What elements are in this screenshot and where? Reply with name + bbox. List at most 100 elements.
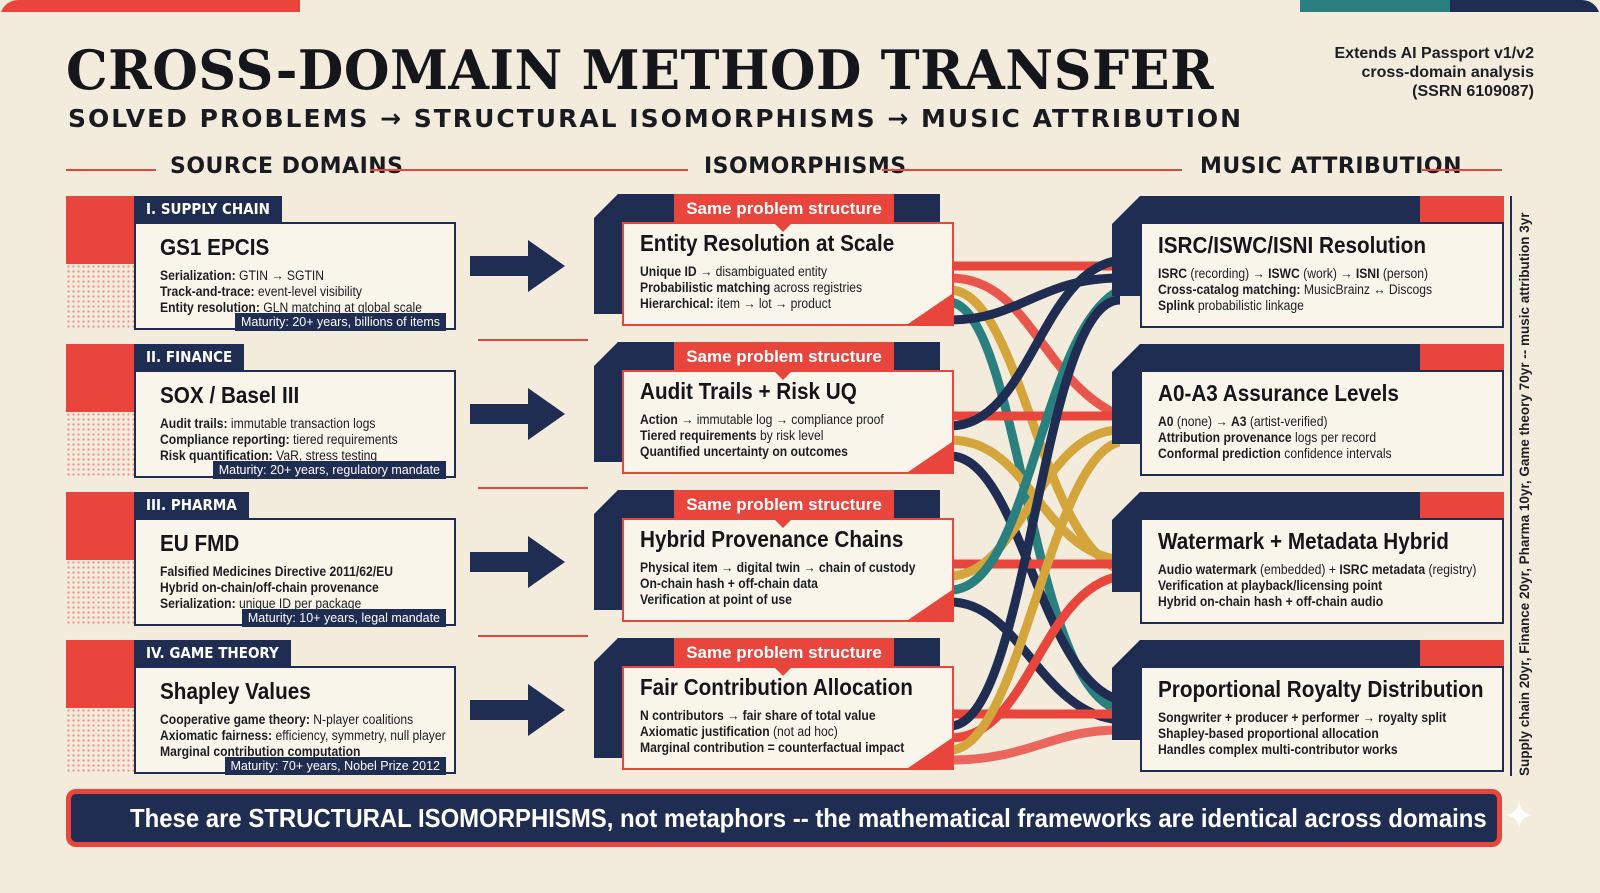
music-line: ISRC (recording) → ISWC (work) → ISNI (p… <box>1158 266 1428 281</box>
music-line: Attribution provenance logs per record <box>1158 430 1376 445</box>
line-value: (person) <box>1379 266 1429 281</box>
isomorphism-line: Probabilistic matching across registries <box>640 280 862 295</box>
source-line: Audit trails: immutable transaction logs <box>160 416 375 431</box>
line-value: efficiency, symmetry, null player <box>272 728 446 743</box>
source-line: Serialization: GTIN → SGTIN <box>160 268 324 283</box>
ribbon-red <box>950 725 1120 765</box>
reference-line: (SSRN 6109087) <box>1412 83 1534 100</box>
header-rule <box>66 169 156 171</box>
isomorphism-line: On-chain hash + off-chain data <box>640 576 818 591</box>
dot-pattern <box>66 412 134 478</box>
maturity-side-note: Supply chain 20yr, Finance 20yr, Pharma … <box>1517 212 1532 776</box>
music-card: A0-A3 Assurance Levels A0 (none) → A3 (a… <box>1140 370 1504 476</box>
line-key: Verification at point of use <box>640 592 792 607</box>
source-title: SOX / Basel III <box>160 382 300 408</box>
line-value: GTIN → SGTIN <box>235 268 325 283</box>
column-header-music: MUSIC ATTRIBUTION <box>882 154 1502 184</box>
footer-text: These are STRUCTURAL ISOMORPHISMS, not m… <box>129 803 1487 833</box>
source-block-supply-chain: I. SUPPLY CHAIN GS1 EPCIS Serialization:… <box>66 196 466 332</box>
line-key: ISWC <box>1268 266 1300 281</box>
line-key: Track-and-trace: <box>160 284 255 299</box>
line-key: Marginal contribution computation <box>160 744 361 759</box>
isomorphism-block-entity-resolution: Entity Resolution at Scale Unique ID → d… <box>594 194 954 330</box>
line-key: Risk quantification: <box>160 448 273 463</box>
line-value: MusicBrainz ↔ Discogs <box>1300 282 1433 297</box>
music-title: Proportional Royalty Distribution <box>1158 676 1484 702</box>
line-value: VaR, stress testing <box>272 448 378 463</box>
line-key: ISRC <box>1158 266 1188 281</box>
isomorphism-card: Hybrid Provenance Chains Physical item →… <box>622 518 954 622</box>
row-separator <box>478 635 588 637</box>
line-value: unique ID per package <box>235 596 362 611</box>
domain-tag: II. FINANCE <box>134 344 245 370</box>
line-key: Shapley-based proportional allocation <box>1158 726 1379 741</box>
music-line: A0 (none) → A3 (artist-verified) <box>1158 414 1327 429</box>
isomorphism-card: Fair Contribution Allocation N contribut… <box>622 666 954 770</box>
line-value: across registries <box>770 280 863 295</box>
music-line: Cross-catalog matching: MusicBrainz ↔ Di… <box>1158 282 1432 297</box>
line-key: Audit trails: <box>160 416 228 431</box>
line-key: Conformal prediction <box>1158 446 1281 461</box>
source-card: GS1 EPCIS Serialization: GTIN → SGTIN Tr… <box>134 222 456 331</box>
source-line: Falsified Medicines Directive 2011/62/EU <box>160 564 393 579</box>
card-corner <box>908 442 952 472</box>
music-title: ISRC/ISWC/ISNI Resolution <box>1158 232 1426 258</box>
source-title: GS1 EPCIS <box>160 234 270 260</box>
ribbon-navy <box>950 273 1120 325</box>
same-structure-pill: Same problem structure <box>674 342 894 380</box>
isomorphism-line: N contributors → fair share of total val… <box>640 708 876 723</box>
source-line: Hybrid on-chain/off-chain provenance <box>160 580 379 595</box>
line-key: Unique ID <box>640 264 697 279</box>
source-card: EU FMD Falsified Medicines Directive 201… <box>134 518 456 627</box>
music-block-identifier-resolution: ISRC/ISWC/ISNI Resolution ISRC (recordin… <box>1112 196 1504 332</box>
maturity-badge: Maturity: 20+ years, regulatory mandate <box>212 461 446 479</box>
line-key: N contributors → fair share of total val… <box>640 708 876 723</box>
line-key: Hierarchical: <box>640 296 714 311</box>
line-value: GLN matching at global scale <box>259 300 422 315</box>
line-value: (recording) → <box>1187 266 1269 281</box>
page-subtitle: SOLVED PROBLEMS → STRUCTURAL ISOMORPHISM… <box>68 104 1244 133</box>
column-header-label: ISOMORPHISMS <box>704 154 907 179</box>
line-key: Attribution provenance <box>1158 430 1292 445</box>
accent-tab <box>1420 344 1504 370</box>
isomorphism-title: Fair Contribution Allocation <box>640 674 913 700</box>
source-line: Risk quantification: VaR, stress testing <box>160 448 377 463</box>
line-key: Hybrid on-chain/off-chain provenance <box>160 580 379 595</box>
header-rule <box>1422 169 1502 171</box>
isomorphism-line: Marginal contribution = counterfactual i… <box>640 740 904 755</box>
top-right-accent-teal <box>1300 0 1450 12</box>
sparkle-icon <box>1504 800 1534 830</box>
line-value: → immutable log → compliance proof <box>677 412 884 427</box>
isomorphism-line: Hierarchical: item → lot → product <box>640 296 831 311</box>
line-key: On-chain hash + off-chain data <box>640 576 818 591</box>
line-key: Axiomatic fairness: <box>160 728 273 743</box>
source-card: SOX / Basel III Audit trails: immutable … <box>134 370 456 479</box>
row-separator <box>478 487 588 489</box>
source-block-pharma: III. PHARMA EU FMD Falsified Medicines D… <box>66 492 466 628</box>
line-value: N-player coalitions <box>309 712 414 727</box>
line-value: confidence intervals <box>1280 446 1392 461</box>
music-line: Audio watermark (embedded) + ISRC metada… <box>1158 562 1476 577</box>
isomorphism-block-audit-trails: Audit Trails + Risk UQ Action → immutabl… <box>594 342 954 478</box>
line-value: event-level visibility <box>254 284 362 299</box>
ribbon-navy <box>950 255 1120 431</box>
line-key: A3 <box>1230 414 1247 429</box>
source-line: Entity resolution: GLN matching at globa… <box>160 300 422 315</box>
dot-pattern <box>66 708 134 774</box>
line-value: (none) → <box>1173 414 1231 429</box>
isomorphism-title: Audit Trails + Risk UQ <box>640 378 857 404</box>
line-key: ISNI <box>1355 266 1380 281</box>
source-block-game-theory: IV. GAME THEORY Shapley Values Cooperati… <box>66 640 466 776</box>
isomorphism-title: Entity Resolution at Scale <box>640 230 895 256</box>
line-value: logs per record <box>1291 430 1377 445</box>
line-value: item → lot → product <box>713 296 832 311</box>
isomorphism-line: Verification at point of use <box>640 592 792 607</box>
music-line: Verification at playback/licensing point <box>1158 578 1382 593</box>
column-header-label: MUSIC ATTRIBUTION <box>1200 154 1462 179</box>
line-key: Tiered requirements <box>640 428 757 443</box>
line-key: ISRC metadata <box>1339 562 1426 577</box>
line-value: (registry) <box>1425 562 1477 577</box>
header-rule <box>370 169 688 171</box>
line-key: Quantified uncertainty on outcomes <box>640 444 848 459</box>
